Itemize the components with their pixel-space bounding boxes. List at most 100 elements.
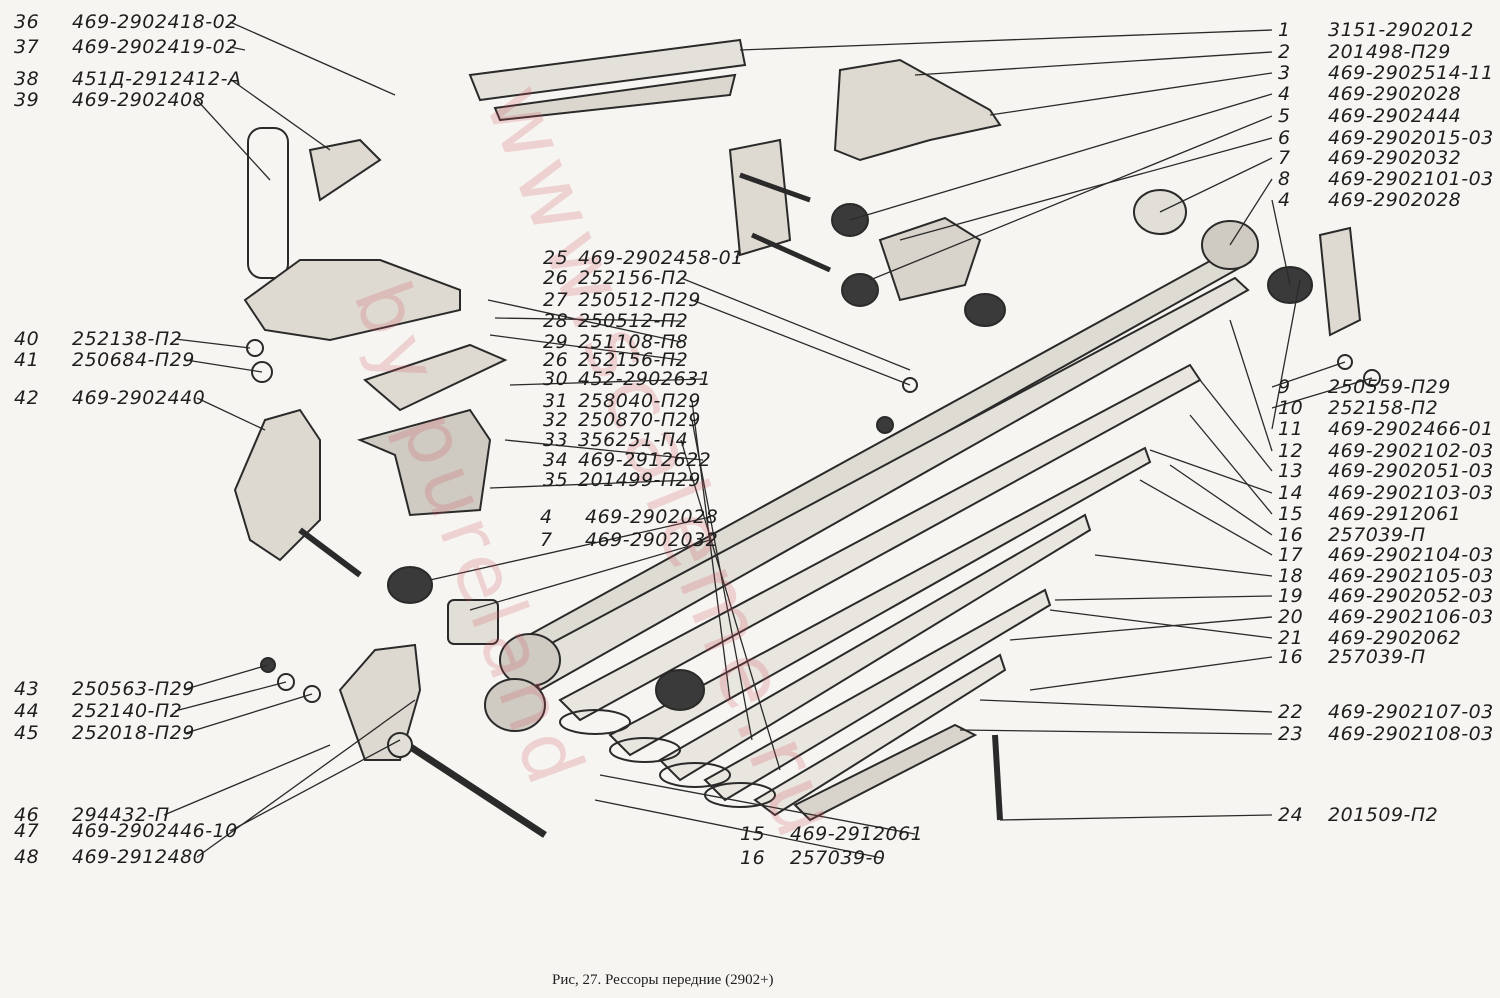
leaf-spring-pack: [518, 248, 1252, 822]
leader-line: [914, 51, 1273, 76]
leader-line: [989, 72, 1273, 116]
leader-line: [1139, 479, 1273, 556]
leader-line: [691, 299, 911, 386]
callout-part-number: 469-2902466-01: [1328, 418, 1494, 440]
callout-number: 38: [14, 68, 40, 90]
leader-line: [185, 664, 269, 690]
callout-number: 16: [1278, 524, 1304, 546]
leader-line: [999, 814, 1273, 821]
callout-part-number: 469-2902458-01: [578, 247, 744, 269]
figure-caption: Рис, 27. Рессоры передние (2902+): [552, 972, 774, 988]
leader-line: [487, 299, 682, 343]
leader-line: [1271, 361, 1346, 388]
callout-part-number: 451Д-2912412-А: [72, 68, 242, 90]
callout-number: 19: [1278, 585, 1304, 607]
callout-part-number: 469-2902103-03: [1328, 482, 1494, 504]
callout-part-number: 252138-П2: [72, 328, 183, 350]
callout-number: 23: [1278, 723, 1304, 745]
leader-line: [899, 137, 1273, 241]
callout-number: 37: [14, 36, 40, 58]
leader-line: [185, 359, 263, 373]
callout-number: 31: [543, 390, 569, 412]
leader-line: [1029, 656, 1273, 691]
callout-part-number: 469-2902015-03: [1328, 127, 1494, 149]
callout-number: 42: [14, 387, 40, 409]
callout-number: 48: [14, 846, 40, 868]
callout-number: 33: [543, 429, 569, 451]
callout-part-number: 469-2902062: [1328, 627, 1462, 649]
callout-part-number: 469-2902107-03: [1328, 701, 1494, 723]
callout-number: 16: [740, 847, 766, 869]
leader-line: [174, 338, 251, 349]
callout-part-number: 201509-П2: [1328, 804, 1439, 826]
callout-part-number: 257039-0: [790, 847, 886, 869]
leader-line: [680, 439, 781, 771]
callout-number: 7: [1278, 147, 1291, 169]
callout-part-number: 469-2902514-11: [1328, 62, 1494, 84]
spring-pad: [356, 343, 508, 517]
leader-line: [196, 397, 266, 431]
vehicle-frame-illustration: [468, 38, 747, 122]
leader-line: [1094, 554, 1273, 577]
callout-part-number: 201499-П29: [578, 469, 701, 491]
leader-line: [163, 744, 331, 816]
callout-number: 4: [540, 506, 553, 528]
leader-line: [1149, 449, 1273, 494]
leader-line: [869, 115, 1273, 281]
leader-line: [429, 516, 711, 581]
callout-part-number: 201498-П29: [1328, 41, 1451, 63]
front-hanger-bracket: [233, 408, 362, 578]
callout-part-number: 469-2902101-03: [1328, 168, 1494, 190]
callout-number: 17: [1278, 544, 1304, 566]
callout-part-number: 469-2902106-03: [1328, 606, 1494, 628]
callout-part-number: 469-2902102-03: [1328, 440, 1494, 462]
callout-part-number: 469-2902440: [72, 387, 206, 409]
callout-number: 4: [1278, 189, 1291, 211]
callout-number: 26: [543, 349, 569, 371]
callout-number: 6: [1278, 127, 1291, 149]
callout-part-number: 469-2902032: [1328, 147, 1462, 169]
callout-part-number: 250512-П2: [578, 310, 689, 332]
leader-line: [504, 439, 704, 461]
leader-line: [1229, 178, 1273, 246]
leader-line: [735, 249, 741, 259]
callout-part-number: 250684-П29: [72, 349, 195, 371]
leader-line: [1009, 616, 1273, 641]
callout-number: 39: [14, 89, 40, 111]
callout-number: 35: [543, 469, 569, 491]
leader-lines: [163, 21, 1373, 859]
callout-number: 25: [543, 247, 569, 269]
leader-line: [196, 99, 271, 181]
callout-number: 20: [1278, 606, 1304, 628]
callout-part-number: 250563-П29: [72, 678, 195, 700]
callout-part-number: 469-2902418-02: [72, 11, 238, 33]
rear-hanger-bracket: [728, 58, 1362, 337]
leader-line: [1271, 279, 1301, 430]
leader-line: [229, 78, 331, 151]
callout-part-number: 251108-П8: [578, 331, 689, 353]
callout-number: 11: [1278, 418, 1304, 440]
callout-number: 32: [543, 409, 569, 431]
callout-part-number: 257039-П: [1328, 524, 1426, 546]
callout-number: 34: [543, 449, 569, 471]
leader-line: [185, 693, 313, 734]
callout-part-number: 469-2902105-03: [1328, 565, 1494, 587]
callout-part-number: 469-2902104-03: [1328, 544, 1494, 566]
leader-line: [229, 21, 396, 96]
callout-part-number: 3151-2902012: [1328, 19, 1474, 41]
callout-part-number: 252018-П29: [72, 722, 195, 744]
callout-number: 41: [14, 349, 40, 371]
callout-part-number: 252158-П2: [1328, 397, 1439, 419]
callout-part-number: 252156-П2: [578, 267, 689, 289]
callout-number: 14: [1278, 482, 1304, 504]
leader-line: [1229, 319, 1273, 452]
callout-number: 7: [540, 529, 553, 551]
callout-part-number: 469-2912061: [790, 823, 924, 845]
callout-number: 18: [1278, 565, 1304, 587]
callout-part-number: 469-2902419-02: [72, 36, 238, 58]
callout-number: 28: [543, 310, 569, 332]
leader-line: [849, 93, 1273, 221]
leader-line: [1189, 414, 1273, 515]
